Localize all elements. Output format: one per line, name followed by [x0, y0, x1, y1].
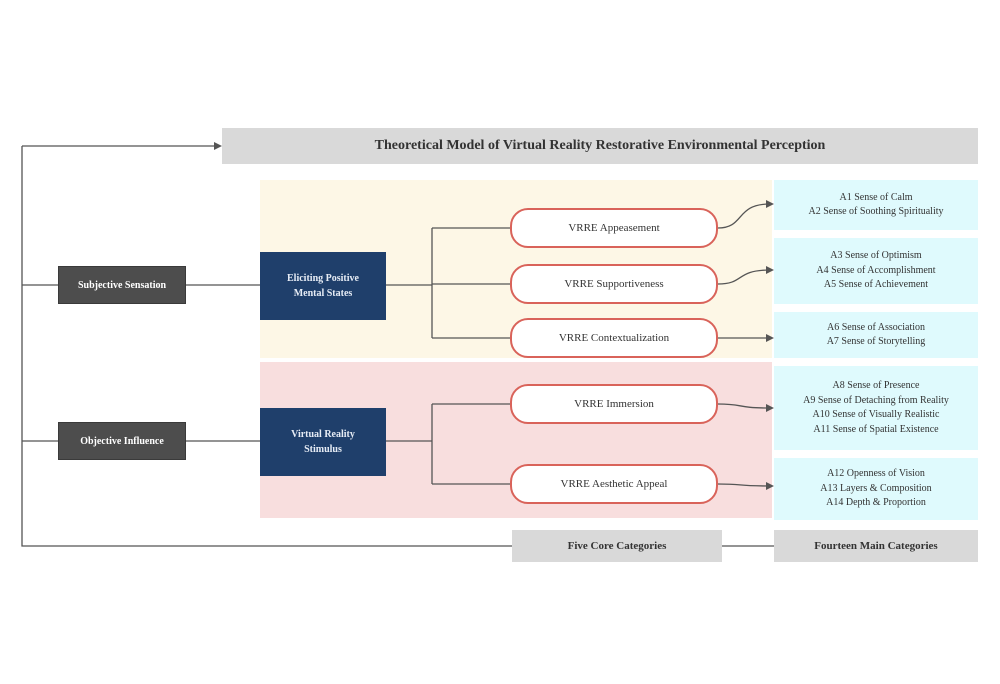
- fourteen-main-categories-box: Fourteen Main Categories: [774, 530, 978, 562]
- title-arrow: [214, 142, 222, 150]
- pill-contextualization: VRRE Contextualization: [510, 318, 718, 358]
- leaf-d-1: A8 Sense of Presence: [832, 380, 920, 391]
- leaf-e-2: A13 Layers & Composition: [820, 482, 932, 494]
- leaf-a-1: A1 Sense of Calm: [839, 191, 913, 203]
- leaf-a-arrow: [766, 200, 774, 208]
- leaf-d-4: A11 Sense of Spatial Existence: [813, 423, 939, 435]
- leaf-b-1: A3 Sense of Optimism: [830, 250, 922, 262]
- outer-frame-line: [21, 146, 512, 547]
- positive-mental-states-box: Eliciting Positive Mental States: [260, 252, 386, 320]
- leaf-b-2: A4 Sense of Accomplishment: [816, 264, 936, 276]
- leaf-c-arrow: [766, 334, 774, 342]
- pill-aesthetic-appeal: VRRE Aesthetic Appeal: [510, 464, 718, 504]
- leaf-d-arrow: [766, 404, 774, 412]
- pill-b-link: [717, 269, 771, 285]
- mental-line-1: Eliciting Positive: [287, 273, 359, 284]
- leaf-box-c: A6 Sense of Association A7 Sense of Stor…: [774, 312, 978, 358]
- pill-supportiveness: VRRE Supportiveness: [510, 264, 718, 304]
- stimulus-line-1: Virtual Reality: [291, 429, 355, 440]
- leaf-box-e: A12 Openness of Vision A13 Layers & Comp…: [774, 458, 978, 520]
- leaf-e-3: A14 Depth & Proportion: [826, 497, 926, 509]
- pill-e-link: [717, 483, 771, 487]
- subjective-sensation-box: Subjective Sensation: [58, 266, 186, 304]
- leaf-c-2: A7 Sense of Storytelling: [826, 336, 926, 347]
- pill-appeasement: VRRE Appeasement: [510, 208, 718, 248]
- leaf-e-arrow: [766, 482, 774, 490]
- mental-line-2: Mental States: [293, 288, 353, 299]
- vr-stimulus-box: Virtual Reality Stimulus: [260, 408, 386, 476]
- diagram-title: Theoretical Model of Virtual Reality Res…: [222, 128, 978, 164]
- pill-a-link: [717, 203, 771, 229]
- stimulus-line-2: Stimulus: [304, 444, 342, 455]
- leaf-c-1: A6 Sense of Association: [826, 321, 926, 333]
- leaf-b-arrow: [766, 266, 774, 274]
- objective-influence-box: Objective Influence: [58, 422, 186, 460]
- leaf-e-1: A12 Openness of Vision: [827, 468, 925, 480]
- leaf-a-2: A2 Sense of Soothing Spirituality: [808, 206, 944, 217]
- leaf-box-a: A1 Sense of Calm A2 Sense of Soothing Sp…: [774, 180, 978, 230]
- leaf-d-3: A10 Sense of Visually Realistic: [812, 409, 940, 420]
- pill-immersion: VRRE Immersion: [510, 384, 718, 424]
- five-core-categories-box: Five Core Categories: [512, 530, 722, 562]
- pill-d-link: [717, 403, 771, 409]
- leaf-d-2: A9 Sense of Detaching from Reality: [803, 394, 949, 406]
- leaf-box-b: A3 Sense of Optimism A4 Sense of Accompl…: [774, 238, 978, 304]
- leaf-b-3: A5 Sense of Achievement: [823, 279, 929, 291]
- leaf-box-d: A8 Sense of Presence A9 Sense of Detachi…: [774, 366, 978, 450]
